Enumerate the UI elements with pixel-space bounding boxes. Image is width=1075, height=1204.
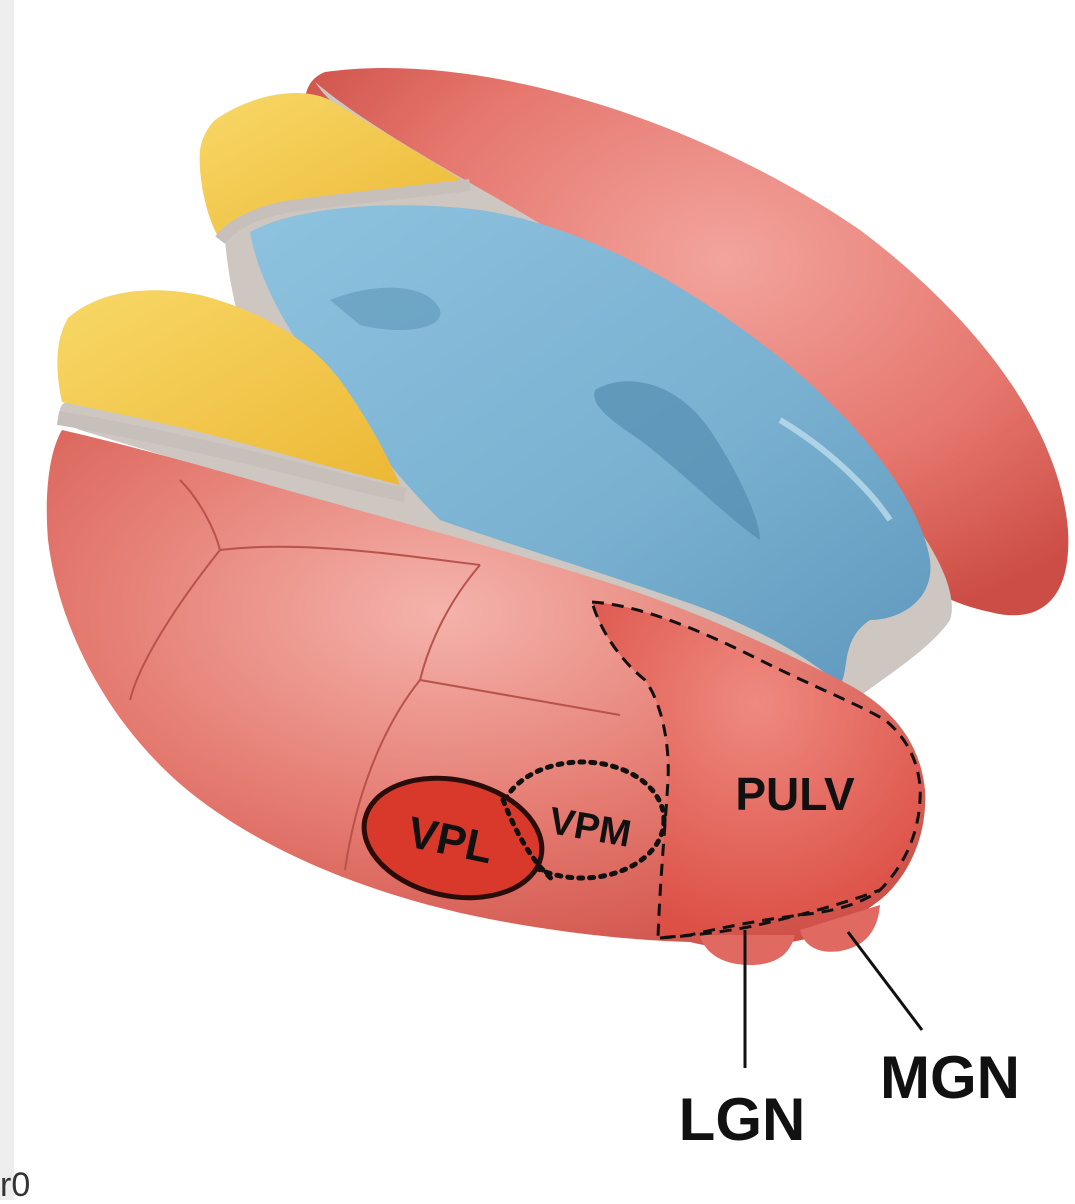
lgn-bump: [700, 935, 795, 965]
pulvinar-base-dashes: [659, 888, 881, 940]
nucleus-boundary-4: [419, 679, 621, 716]
upper-caudate-rim: [215, 179, 471, 244]
upper-caudate-tail: [199, 92, 470, 240]
pulv-label: PULV: [735, 768, 855, 820]
lower-caudate-rim: [56, 411, 407, 502]
ventricle-highlight: [778, 417, 893, 522]
mgn-bump: [800, 905, 880, 952]
nucleus-boundary-5: [344, 679, 421, 871]
ventricle-groove-upper: [330, 287, 441, 330]
ventricle-groove-lower: [594, 381, 760, 540]
lgn-label: LGN: [679, 1086, 806, 1153]
pulvinar-region: [589, 600, 922, 940]
mgn-leader-line: [846, 931, 924, 1031]
left-edge-strip: [0, 0, 14, 1200]
cropped-caption-fragment: r0: [0, 1166, 31, 1204]
lower-caudate-tail: [57, 290, 401, 485]
nucleus-boundary-3: [419, 564, 481, 681]
vpl-nucleus: [361, 775, 545, 901]
vpm-overlap-dots: [500, 797, 558, 885]
nucleus-boundary-1: [129, 479, 222, 701]
mgn-label: MGN: [880, 1044, 1020, 1111]
nucleus-boundary-2: [219, 545, 481, 566]
